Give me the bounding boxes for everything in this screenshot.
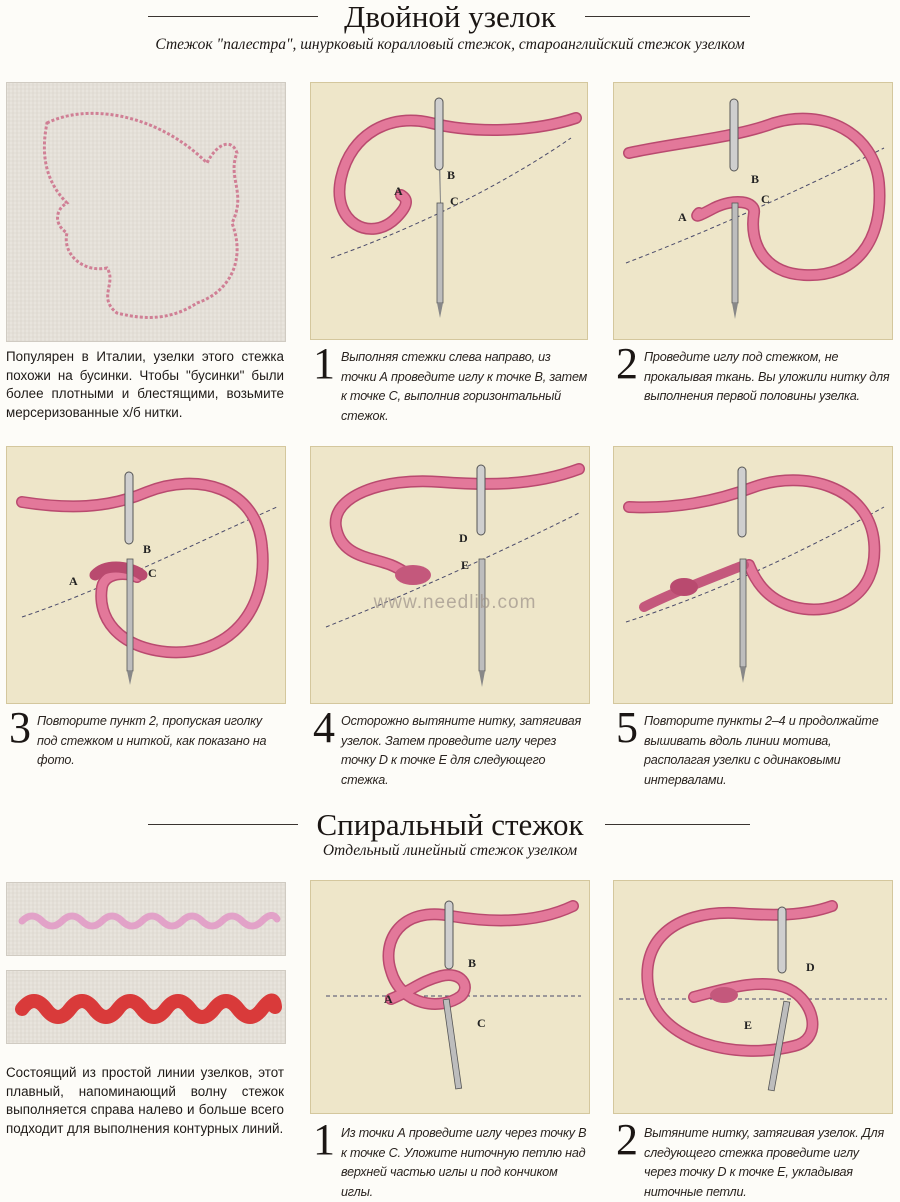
svg-text:C: C (148, 566, 157, 580)
leaf-embroidery-photo (6, 82, 286, 342)
svg-text:B: B (447, 168, 455, 182)
svg-text:B: B (468, 956, 476, 970)
svg-text:A: A (384, 992, 393, 1006)
step-number: 1 (313, 1115, 335, 1164)
step1-caption: 1 Выполняя стежки слева направо, из точк… (313, 342, 588, 423)
step-text: Из точки А проведите иглу через точку В … (341, 1126, 587, 1199)
section2-subtitle: Отдельный линейный стежок узелком (322, 842, 578, 859)
step2-caption: 2 Проведите иглу под стежком, не прокалы… (616, 342, 891, 408)
step5-illustration (613, 446, 893, 704)
step5-caption: 5 Повторите пункты 2–4 и продолжайте выш… (616, 706, 891, 787)
svg-text:D: D (459, 531, 468, 545)
step-number: 1 (313, 339, 335, 388)
title-rule-left (148, 824, 298, 825)
svg-text:A: A (69, 574, 78, 588)
step-text: Осторожно вытяните нитку, затягивая узел… (341, 714, 581, 787)
svg-text:B: B (143, 542, 151, 556)
section1-subtitle: Стежок "палестра", шнурковый коралловый … (155, 36, 745, 53)
svg-text:C: C (761, 192, 770, 206)
svg-text:B: B (751, 172, 759, 186)
step-text: Проведите иглу под стежком, не прокалыва… (644, 350, 890, 403)
step-text: Выполняя стежки слева направо, из точки … (341, 350, 588, 423)
svg-text:A: A (394, 184, 403, 198)
section2-intro: Состоящий из простой линии узелков, этот… (6, 1065, 284, 1136)
spiral-step2-illustration: D E (613, 880, 893, 1114)
step-number: 5 (616, 703, 638, 752)
step-number: 2 (616, 339, 638, 388)
step-number: 3 (9, 703, 31, 752)
title-rule-right (585, 16, 750, 17)
svg-text:C: C (450, 194, 459, 208)
step3-illustration: A B C (6, 446, 286, 704)
section2-title: Спиральный стежок (316, 807, 584, 842)
title-rule-left (148, 16, 318, 17)
step4-illustration: D E (310, 446, 590, 704)
svg-text:C: C (477, 1016, 486, 1030)
svg-text:A: A (678, 210, 687, 224)
svg-text:E: E (461, 558, 469, 572)
spiral-step1-illustration: A B C (310, 880, 590, 1114)
stitch-sample-pink (6, 882, 286, 956)
section1-intro: Популярен в Италии, узелки этого стежка … (6, 349, 284, 420)
title-rule-right (605, 824, 750, 825)
step-number: 4 (313, 703, 335, 752)
svg-text:D: D (806, 960, 815, 974)
section1-title: Двойной узелок (344, 0, 556, 34)
step-text: Повторите пункт 2, пропуская иголку под … (37, 714, 267, 767)
step2-illustration: A B C (613, 82, 893, 340)
svg-text:E: E (744, 1018, 752, 1032)
watermark: www.needlib.com (373, 592, 537, 613)
leaf-outline (42, 111, 240, 319)
step-text: Вытяните нитку, затягивая узелок. Для сл… (644, 1126, 884, 1199)
stitch-sample-red (6, 970, 286, 1044)
spiral-step1-caption: 1 Из точки А проведите иглу через точку … (313, 1118, 588, 1199)
step-text: Повторите пункты 2–4 и продолжайте вышив… (644, 714, 879, 787)
spiral-step2-caption: 2 Вытяните нитку, затягивая узелок. Для … (616, 1118, 891, 1199)
step3-caption: 3 Повторите пункт 2, пропуская иголку по… (9, 706, 284, 768)
step1-illustration: A B C (310, 82, 588, 340)
step4-caption: 4 Осторожно вытяните нитку, затягивая уз… (313, 706, 588, 787)
step-number: 2 (616, 1115, 638, 1164)
